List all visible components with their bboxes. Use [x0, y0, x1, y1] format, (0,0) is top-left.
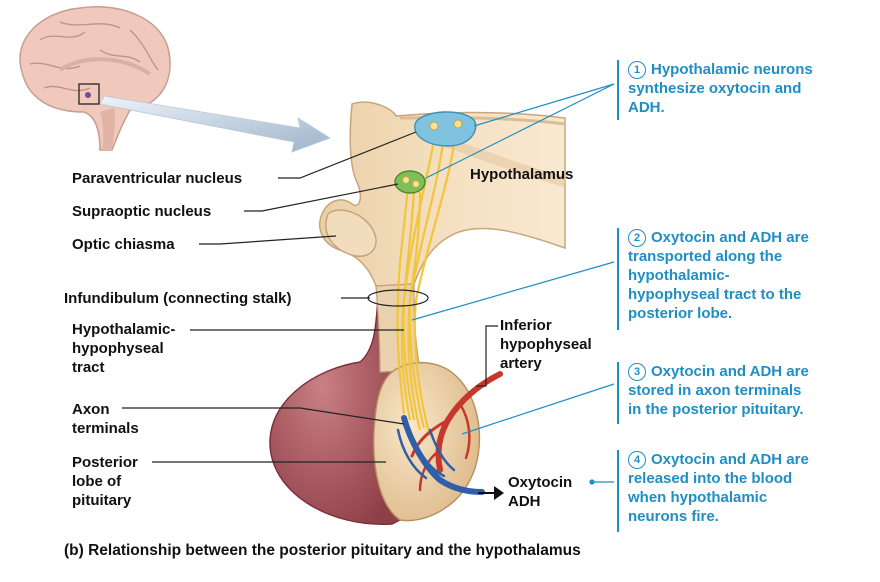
label-line: Hypothalamic- [72, 321, 176, 338]
label-line: hypophyseal [72, 340, 164, 357]
venous-drainage [396, 415, 485, 495]
label-line: terminals [72, 420, 139, 437]
label-infundibulum: Infundibulum (connecting stalk) [64, 290, 292, 307]
hormone-release-arrow [478, 486, 504, 500]
step-line: hypophyseal tract to the [628, 286, 802, 303]
step-line: hypothalamic- [628, 267, 730, 284]
paraventricular-nucleus [414, 111, 477, 147]
step-4-bar [617, 450, 619, 532]
step-line: in the posterior pituitary. [628, 401, 804, 418]
hypothalamic-hypophyseal-tract [396, 127, 458, 437]
step-line: ADH. [628, 99, 665, 116]
label-posterior-lobe: Posterior lobe of pituitary [72, 453, 138, 510]
figure-caption: (b) Relationship between the posterior p… [64, 542, 581, 559]
step-3-bar [617, 362, 619, 424]
label-hypothalamus: Hypothalamus [470, 166, 574, 183]
label-line: pituitary [72, 492, 132, 509]
step-leader-lines [411, 83, 615, 485]
zoom-arrow [99, 95, 331, 153]
label-supraoptic-nucleus: Supraoptic nucleus [72, 203, 212, 220]
step-number: 1 [628, 61, 646, 79]
posterior-pituitary [373, 361, 481, 522]
label-optic-chiasma: Optic chiasma [72, 236, 175, 253]
label-hypothalamic-hypophyseal-tract: Hypothalamic- hypophyseal tract [72, 320, 175, 377]
step-number: 4 [628, 451, 646, 469]
step-1-bar [617, 60, 619, 120]
label-inferior-hypophyseal-artery: Inferior hypophyseal artery [500, 316, 592, 373]
label-line: hypophyseal [500, 336, 592, 353]
step-number: 2 [628, 229, 646, 247]
step-line: synthesize oxytocin and [628, 80, 802, 97]
step-line: transported along the [628, 248, 783, 265]
brain-inset [19, 6, 171, 151]
label-line: Oxytocin [508, 474, 573, 491]
step-line: posterior lobe. [628, 305, 733, 322]
label-line: artery [500, 355, 542, 372]
label-axon-terminals: Axon terminals [72, 400, 139, 438]
leader-lines [122, 131, 498, 463]
step-2-bar [617, 228, 619, 330]
step-line: when hypothalamic [628, 489, 768, 506]
step-line: neurons fire. [628, 508, 719, 525]
step-line: released into the blood [628, 470, 793, 487]
label-line: ADH [508, 493, 541, 510]
step-line: stored in axon terminals [628, 382, 802, 399]
label-paraventricular-nucleus: Paraventricular nucleus [72, 170, 243, 187]
supraoptic-nucleus [394, 170, 426, 194]
label-line: Axon [72, 401, 110, 418]
label-hormones: Oxytocin ADH [508, 473, 572, 511]
label-line: lobe of [72, 473, 122, 490]
step-number: 3 [628, 363, 646, 381]
label-line: Inferior [500, 317, 552, 334]
label-line: tract [72, 359, 105, 376]
inset-focus-box [78, 83, 100, 105]
label-line: Posterior [72, 454, 138, 471]
optic-chiasma [325, 209, 377, 257]
